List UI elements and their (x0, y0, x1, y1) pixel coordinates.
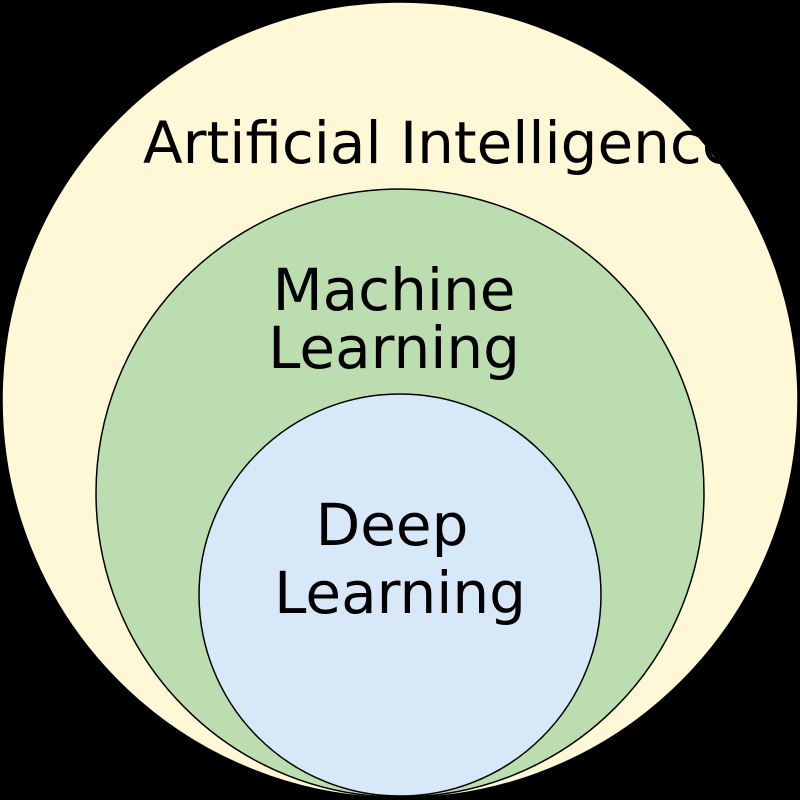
ai-label: Artificial Intelligence (143, 109, 737, 177)
ml-label-line2: Learning (268, 314, 520, 382)
dl-circle (198, 393, 602, 797)
dl-label-line1: Deep (316, 491, 469, 559)
ml-label-line1: Machine (273, 256, 516, 324)
dl-label-line2: Learning (274, 559, 526, 627)
